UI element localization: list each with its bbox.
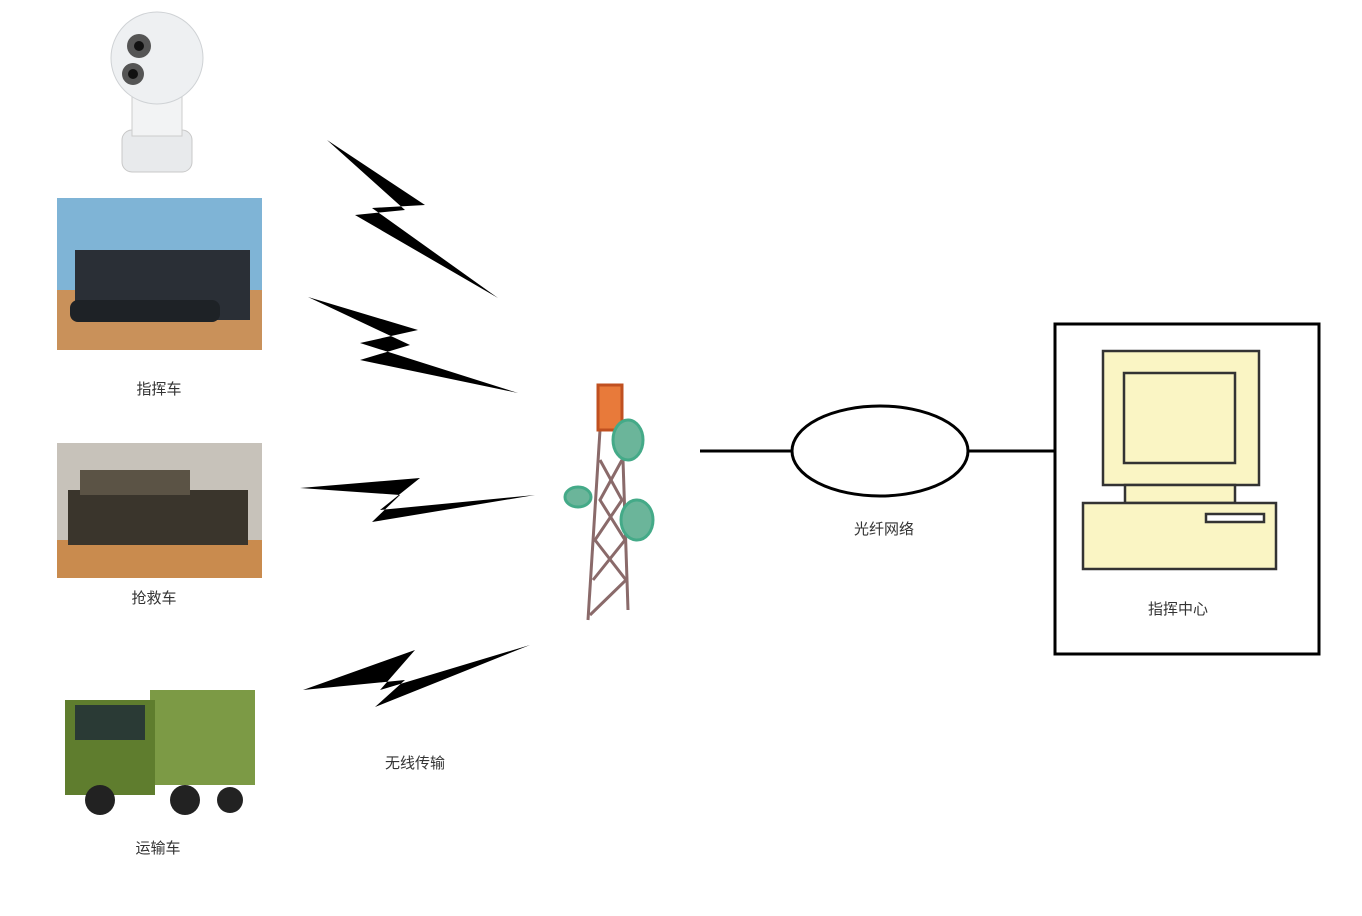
rescue-vehicle-label: 抢救车 — [131, 589, 176, 607]
command-center-label: 指挥中心 — [1148, 600, 1208, 618]
wireless-signals — [300, 140, 535, 707]
fiber-network-label: 光纤网络 — [854, 520, 914, 538]
lightning-icon — [327, 140, 498, 298]
radio-tower-icon — [563, 383, 655, 621]
transport-truck-image — [65, 690, 255, 815]
computer-icon — [1081, 349, 1278, 571]
lightning-icon — [308, 297, 518, 393]
ptz-camera-icon — [110, 11, 204, 173]
wireless-label: 无线传输 — [385, 754, 445, 772]
rescue-vehicle-image — [57, 443, 262, 578]
command-vehicle-label: 指挥车 — [136, 380, 181, 398]
transport-vehicle-label: 运输车 — [135, 839, 180, 857]
lightning-icon — [300, 478, 535, 522]
lightning-icon — [303, 645, 530, 707]
fiber-network-cloud — [790, 404, 970, 498]
command-vehicle-image — [57, 198, 262, 350]
